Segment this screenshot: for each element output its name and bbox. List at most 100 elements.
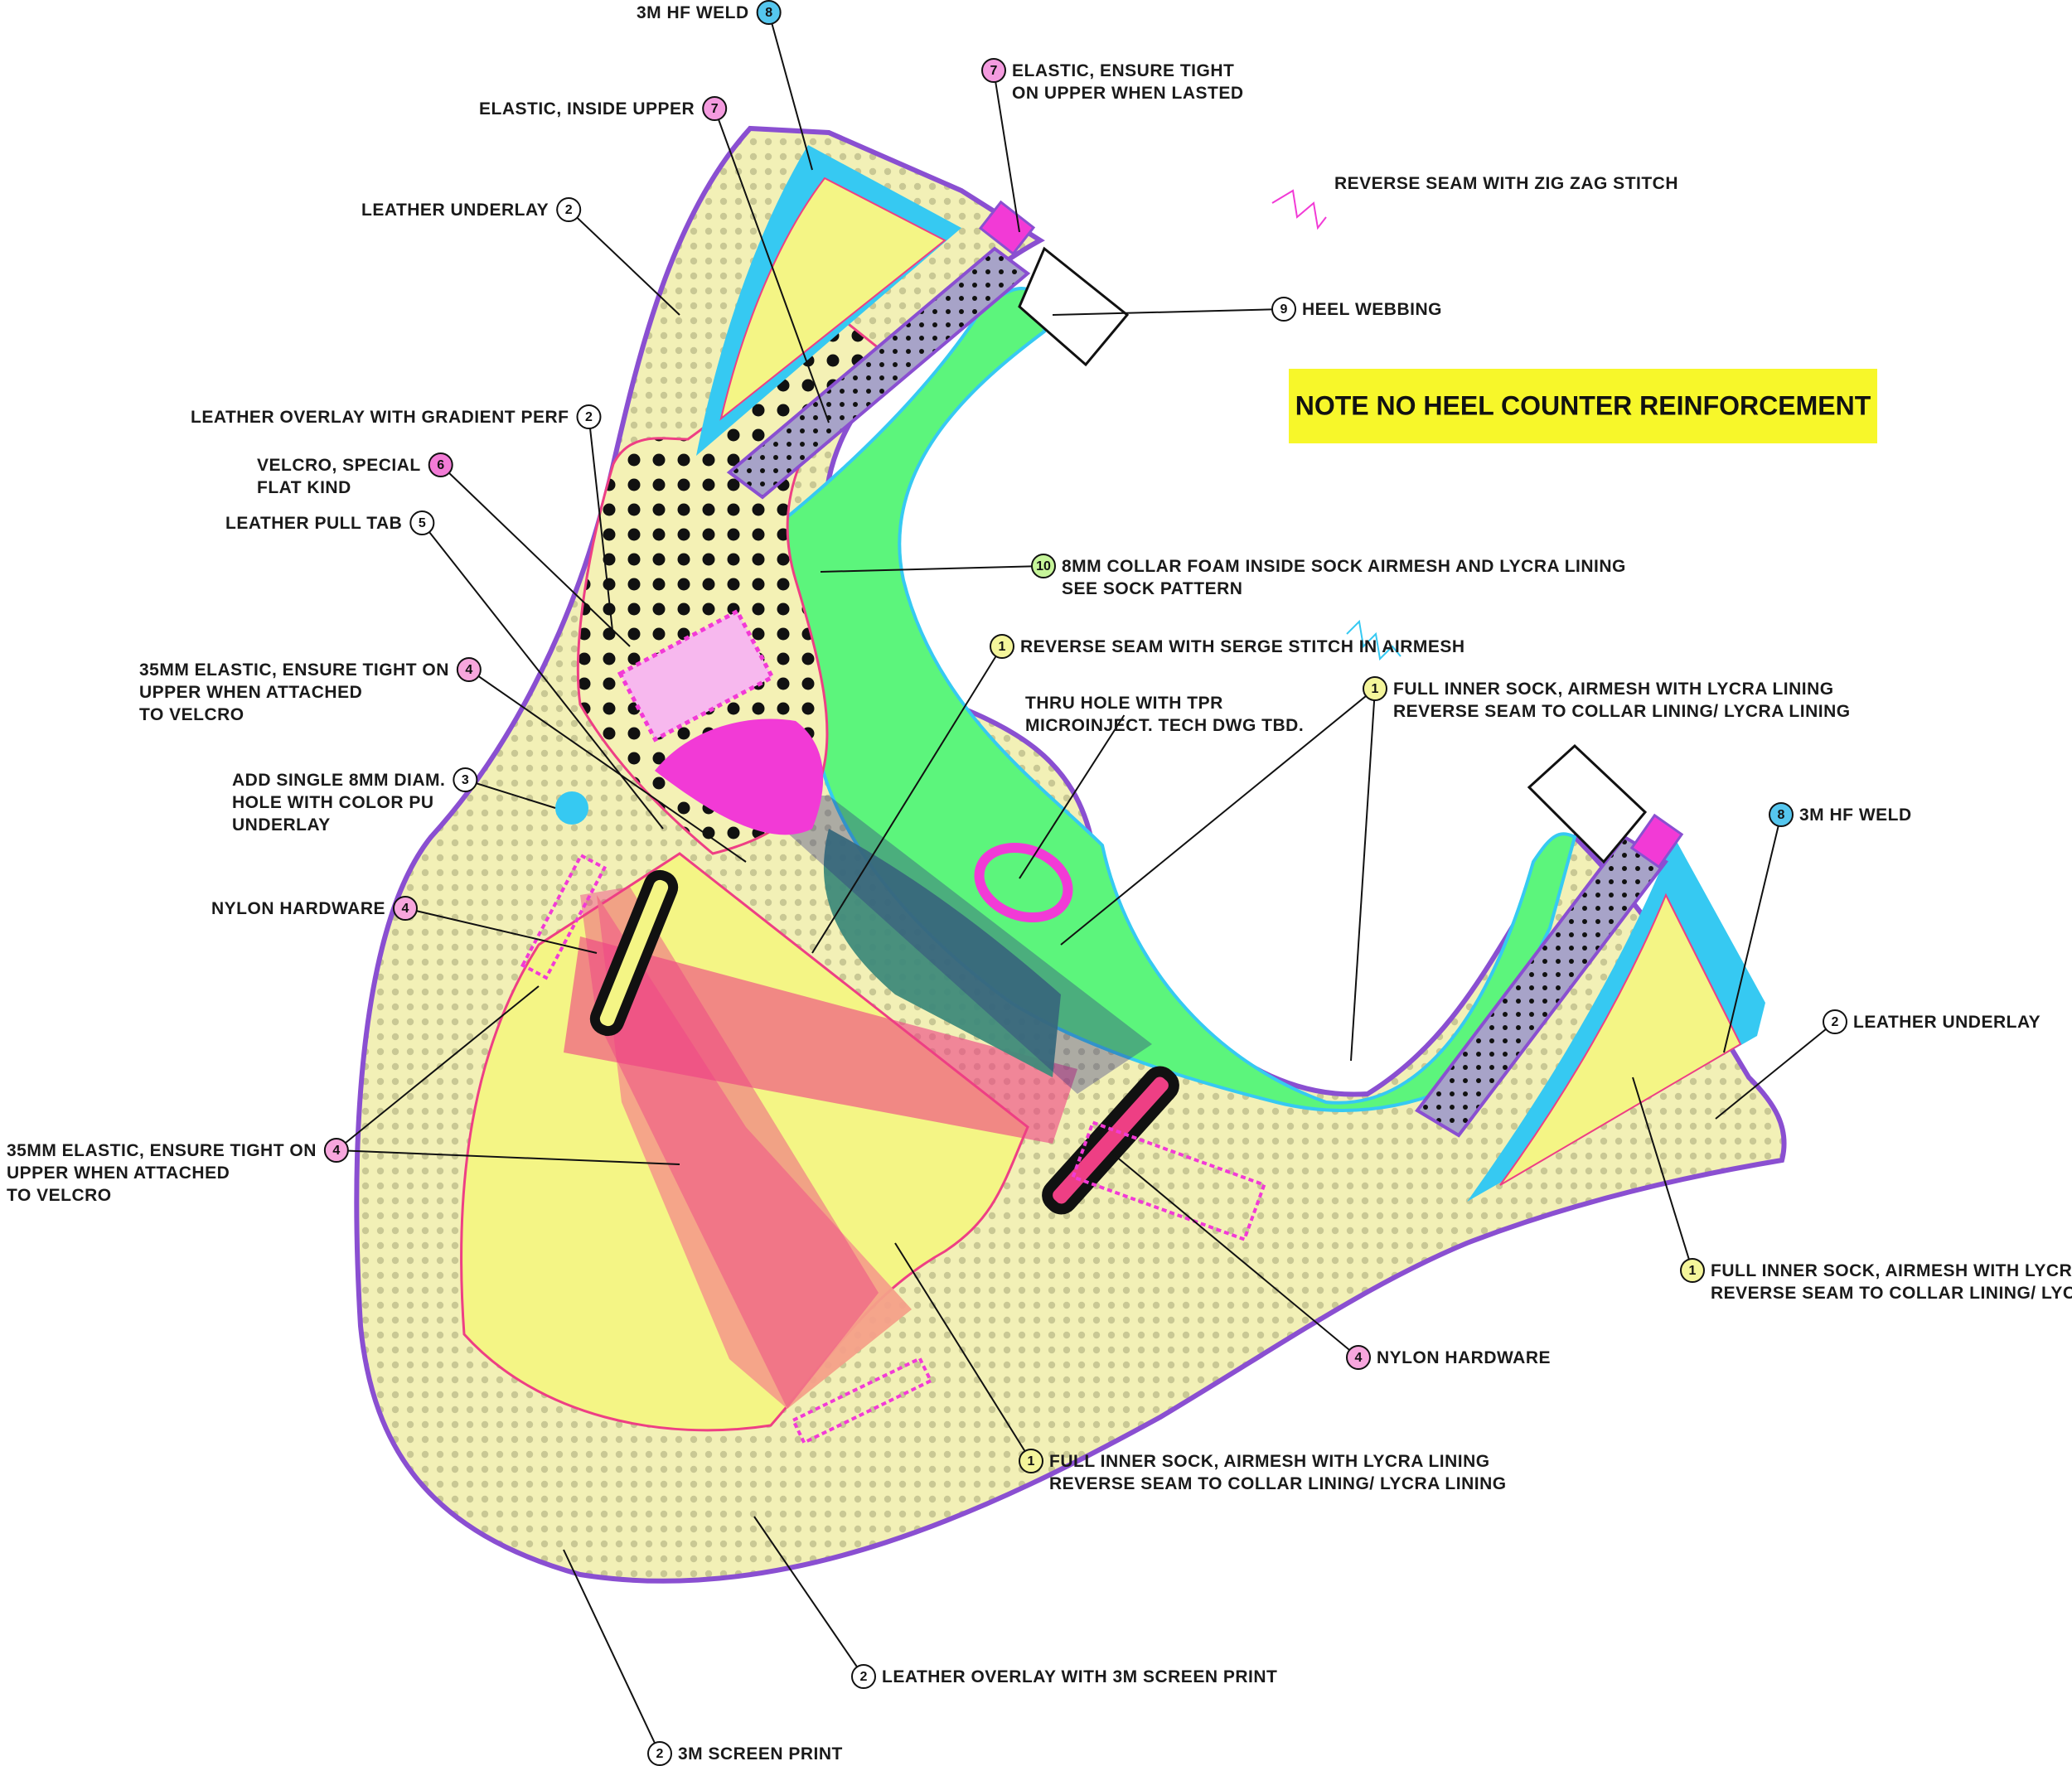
velcro-dashed-left — [520, 853, 608, 980]
leader-line — [1723, 814, 1782, 1053]
callout-number: 3 — [462, 773, 469, 787]
leader-line — [1060, 688, 1376, 946]
leader-line — [336, 1149, 680, 1165]
callout-label: ELASTIC, INSIDE UPPER — [479, 99, 695, 119]
callout-label: FLAT KIND — [257, 478, 351, 497]
callout-number-badge — [1823, 1009, 1847, 1034]
callout-number: 4 — [402, 902, 409, 916]
callout-label: UNDERLAY — [232, 815, 331, 835]
leader-line — [1632, 1077, 1693, 1271]
callout-label: 35MM ELASTIC, ENSURE TIGHT ON — [139, 660, 449, 680]
callout-number: 4 — [465, 663, 472, 677]
callout-number: 5 — [419, 516, 426, 530]
callout-c23: LEATHER OVERLAY WITH 3M SCREEN PRINT 2 — [851, 1664, 1277, 1689]
leader-line — [336, 985, 540, 1151]
leader-line — [993, 70, 1020, 233]
callout-number-badge — [428, 452, 453, 477]
callout-c20: FULL INNER SOCK, AIRMESH WITH LYCRA LINI… — [1680, 1258, 2072, 1303]
nylon-hardware-left — [589, 869, 679, 1037]
elastic-strip-right — [1415, 835, 1668, 1138]
leader-line — [714, 108, 830, 423]
callout-label: REVERSE SEAM TO COLLAR LINING/ LYCRA LIN… — [1049, 1474, 1507, 1493]
callout-label: 3M HF WELD — [637, 3, 749, 22]
leader-line — [894, 1242, 1032, 1462]
callout-number-badge — [1346, 1345, 1371, 1370]
callout-number-badge — [453, 767, 478, 792]
callout-number-badge — [1363, 676, 1387, 701]
leader-line — [1019, 714, 1126, 879]
callout-number: 1 — [1372, 682, 1379, 696]
callout-label: LEATHER OVERLAY WITH 3M SCREEN PRINT — [882, 1667, 1277, 1686]
callout-label: NYLON HARDWARE — [211, 899, 385, 918]
callout-number-badge — [576, 404, 602, 429]
velcro-dashed-right — [1071, 1120, 1266, 1242]
callout-c13: THRU HOLE WITH TPR MICROINJECT. TECH DWG … — [1025, 694, 1304, 735]
note-text: NOTE NO HEEL COUNTER REINFORCEMENT — [1295, 390, 1871, 420]
callout-number: 2 — [860, 1670, 868, 1684]
callout-number: 8 — [1778, 808, 1785, 822]
callout-label: TO VELCRO — [7, 1186, 112, 1205]
leader-line — [1715, 1021, 1836, 1120]
callout-c12: 35MM ELASTIC, ENSURE TIGHT ON UPPER WHEN … — [139, 657, 482, 724]
callout-c4: REVERSE SEAM WITH ZIG ZAG STITCH — [1334, 174, 1678, 193]
callout-label: FULL INNER SOCK, AIRMESH WITH LYCRA LINI… — [1711, 1261, 2072, 1280]
tpr-thru-hole — [974, 842, 1073, 923]
nylon-hardware-right — [1042, 1066, 1179, 1215]
callout-label: 3M SCREEN PRINT — [678, 1744, 843, 1764]
callout-number: 10 — [1036, 559, 1051, 573]
callout-number-badge — [1019, 1449, 1043, 1473]
callout-number: 1 — [1028, 1454, 1035, 1468]
callout-label: LEATHER UNDERLAY — [361, 201, 549, 220]
heel-webbing-right — [1527, 743, 1648, 864]
callout-number: 7 — [711, 102, 719, 116]
callout-number: 2 — [1832, 1015, 1839, 1029]
leader-line — [767, 12, 813, 171]
leader-lines — [336, 12, 1836, 1754]
callout-c2: ELASTIC, INSIDE UPPER 7 — [479, 96, 728, 121]
overlap-navy — [746, 796, 1152, 1094]
callout-label: THRU HOLE WITH TPR — [1025, 694, 1223, 713]
leader-line — [820, 565, 1044, 573]
leader-line — [563, 1549, 661, 1754]
callout-number-badge — [393, 896, 418, 921]
elastic-strip-top — [726, 246, 1031, 500]
callout-label: TO VELCRO — [139, 705, 244, 724]
callout-number-badge — [981, 58, 1006, 83]
callout-label: LEATHER OVERLAY WITH GRADIENT PERF — [191, 408, 569, 427]
callout-number: 1 — [999, 640, 1006, 654]
callout-c10: 8MM COLLAR FOAM INSIDE SOCK AIRMESH AND … — [1031, 554, 1625, 598]
callout-label: HEEL WEBBING — [1302, 300, 1442, 319]
callout-c11: REVERSE SEAM WITH SERGE STITCH IN AIRMES… — [990, 634, 1464, 659]
elastic-tab-right — [1629, 813, 1684, 869]
callout-number-badge — [409, 510, 435, 535]
zigzag-stitch-icon — [1271, 189, 1327, 230]
callout-number-badge — [556, 197, 582, 222]
leader-line — [1350, 688, 1376, 1062]
leader-line — [404, 907, 598, 954]
callout-number: 1 — [1689, 1264, 1697, 1278]
callout-label: REVERSE SEAM TO COLLAR LINING/ LYCRA LIN… — [1393, 702, 1851, 721]
callout-c16: 3M HF WELD 8 — [1769, 802, 1912, 827]
callout-label: MICROINJECT. TECH DWG TBD. — [1025, 716, 1304, 735]
callout-number: 4 — [332, 1144, 340, 1158]
callout-c14: FULL INNER SOCK, AIRMESH WITH LYCRA LINI… — [1363, 676, 1851, 721]
callout-label: 3M HF WELD — [1799, 806, 1912, 825]
callout-number-badge — [1031, 554, 1056, 578]
callout-label: UPPER WHEN ATTACHED — [139, 683, 362, 702]
pull-tab — [655, 718, 824, 835]
overlap-teal — [823, 829, 1061, 1077]
leader-line — [1052, 308, 1285, 316]
callout-number: 2 — [656, 1747, 664, 1761]
callout-number: 8 — [765, 6, 772, 20]
callout-number: 6 — [437, 458, 444, 472]
callout-number-badge — [647, 1741, 672, 1766]
callout-c17: NYLON HARDWARE 4 — [211, 896, 418, 921]
leader-line — [588, 416, 614, 639]
callout-c15: ADD SINGLE 8MM DIAM.HOLE WITH COLOR PUUN… — [232, 767, 478, 835]
callout-number: 2 — [565, 203, 573, 217]
